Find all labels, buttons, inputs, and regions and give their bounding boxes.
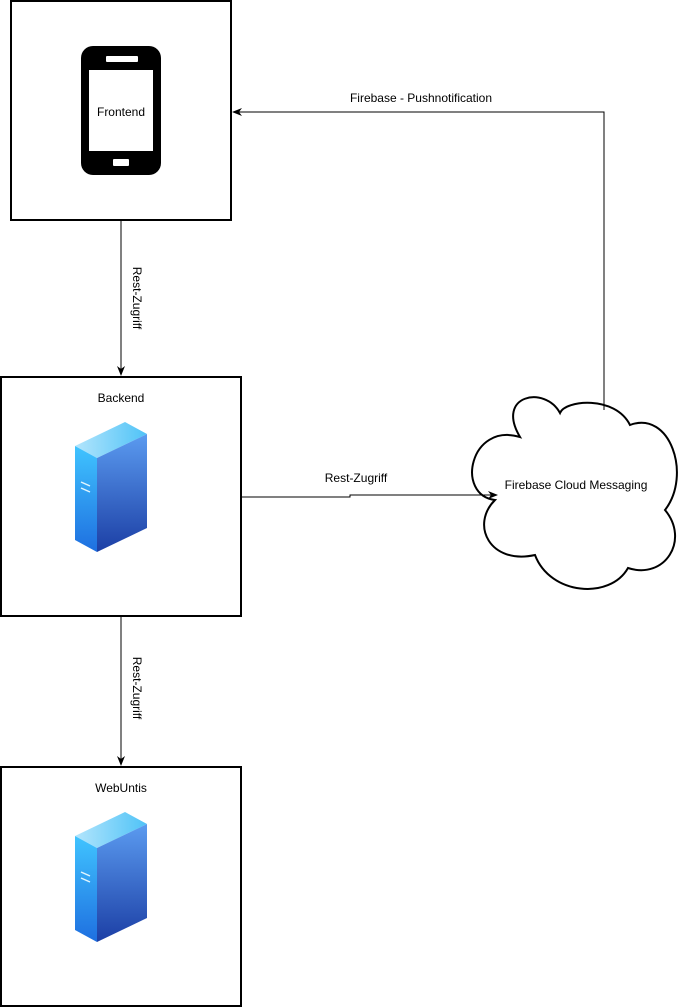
- webuntis-node: WebUntis: [0, 766, 242, 1007]
- edge-label-backend-fcm: Rest-Zugriff: [325, 471, 388, 485]
- frontend-label: Frontend: [97, 105, 145, 119]
- edge-fcm-to-frontend: Firebase - Pushnotification: [232, 91, 605, 410]
- edge-label-fcm-frontend: Firebase - Pushnotification: [350, 91, 492, 105]
- edge-backend-to-fcm: Rest-Zugriff: [242, 471, 498, 499]
- smartphone-icon: [81, 46, 161, 175]
- edge-label-backend-webuntis: Rest-Zugriff: [130, 657, 144, 720]
- cloud-shape: [471, 396, 678, 590]
- backend-node: Backend: [0, 376, 242, 617]
- edge-backend-to-webuntis: Rest-Zugriff: [117, 617, 144, 766]
- server-icon: [74, 421, 148, 553]
- fcm-label: Firebase Cloud Messaging: [505, 478, 648, 492]
- edge-label-frontend-backend: Rest-Zugriff: [130, 267, 144, 330]
- frontend-node: Frontend: [10, 0, 232, 221]
- server-icon: [74, 811, 148, 943]
- fcm-node: Firebase Cloud Messaging: [471, 396, 678, 590]
- webuntis-label: WebUntis: [95, 781, 147, 795]
- edge-frontend-to-backend: Rest-Zugriff: [117, 220, 144, 376]
- backend-label: Backend: [98, 391, 145, 405]
